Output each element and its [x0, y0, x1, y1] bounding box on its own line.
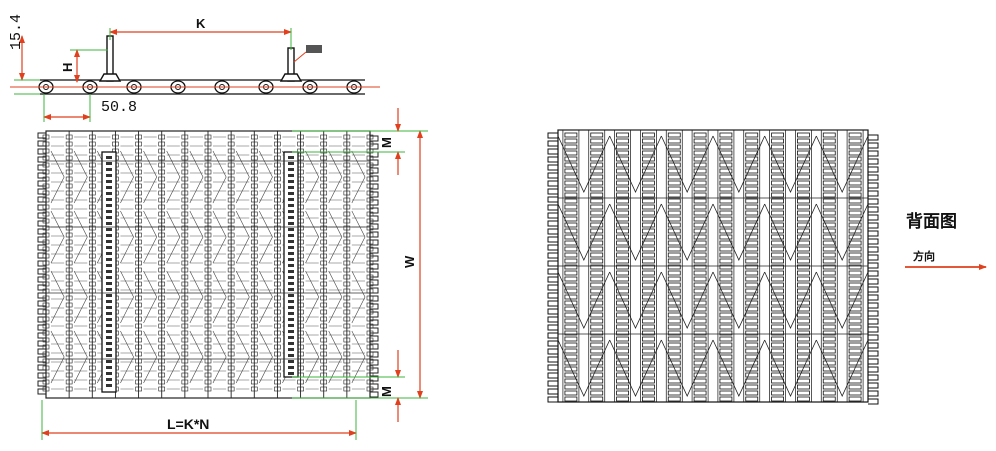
flight-right — [279, 47, 303, 82]
dim-height-side: 15.4 — [8, 14, 40, 95]
flight-tag — [293, 45, 322, 63]
direction-label: 方向 — [913, 249, 935, 263]
dim-height-side-label: 15.4 — [8, 14, 25, 50]
dim-length-label: L=K*N — [167, 416, 209, 432]
back-view — [547, 129, 879, 405]
dim-pitch: 50.8 — [43, 94, 137, 122]
dim-width-label: W — [402, 255, 417, 268]
flight-left — [98, 35, 122, 82]
dim-margin-bottom: M — [292, 350, 405, 422]
dim-margin-bottom-label: M — [379, 386, 394, 397]
dim-margin-top: M — [292, 108, 405, 175]
top-view-belt — [37, 130, 379, 399]
top-view: W M M L=K*N — [37, 108, 428, 440]
dim-flight-height-label: H — [60, 63, 75, 72]
side-view: 15.4 H K 50.8 — [8, 14, 380, 122]
dim-width: W — [292, 130, 428, 399]
back-view-belt — [547, 129, 879, 405]
dim-margin-top-label: M — [379, 137, 394, 148]
dim-length: L=K*N — [41, 400, 357, 440]
dim-pitch-label: 50.8 — [101, 99, 137, 116]
dim-flight-spacing: K — [109, 16, 292, 50]
back-view-label: 背面图 — [906, 211, 957, 232]
dim-flight-spacing-label: K — [196, 16, 206, 31]
dim-flight-height: H — [60, 49, 108, 83]
direction-indicator: 方向 — [905, 249, 987, 270]
